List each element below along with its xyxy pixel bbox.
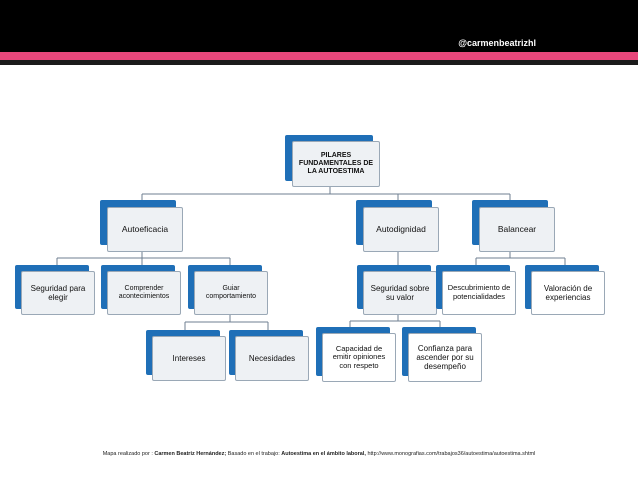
- footer-work: Autoestima en el ámbito laboral,: [281, 451, 366, 457]
- header-stripe: [0, 52, 638, 60]
- node-valoracion: Valoración de experiencias: [525, 265, 605, 315]
- node-balancear: Balancear: [472, 200, 555, 252]
- node-autoeficacia: Autoeficacia: [100, 200, 183, 252]
- root-label: PILARES FUNDAMENTALES DE LA AUTOESTIMA: [292, 141, 380, 187]
- descubrimiento-label: Descubrimiento de potencialidades: [442, 271, 516, 315]
- seguridad-valor-label: Seguridad sobre su valor: [363, 271, 437, 315]
- intereses-label: Intereses: [152, 336, 226, 381]
- capacidad-label: Capacidad de emitir opiniones con respet…: [322, 333, 396, 382]
- node-capacidad: Capacidad de emitir opiniones con respet…: [316, 327, 396, 382]
- footer-middle: Basado en el trabajo:: [227, 451, 280, 457]
- autodignidad-label: Autodignidad: [363, 207, 439, 252]
- node-seguridad-valor: Seguridad sobre su valor: [357, 265, 437, 315]
- node-guiar: Guiar comportamiento: [188, 265, 268, 315]
- footer-author: Carmen Beatriz Hernández;: [154, 451, 227, 457]
- node-intereses: Intereses: [146, 330, 226, 381]
- necesidades-label: Necesidades: [235, 336, 309, 381]
- node-comprender: Comprender acontecimientos: [101, 265, 181, 315]
- confianza-label: Confianza para ascender por su desempeño: [408, 333, 482, 382]
- valoracion-label: Valoración de experiencias: [531, 271, 605, 315]
- footer-credit: Mapa realizado por : Carmen Beatriz Hern…: [0, 451, 638, 457]
- guiar-label: Guiar comportamiento: [194, 271, 268, 315]
- node-autodignidad: Autodignidad: [356, 200, 439, 252]
- node-seguridad-elegir: Seguridad para elegir: [15, 265, 95, 315]
- node-necesidades: Necesidades: [229, 330, 309, 381]
- node-confianza: Confianza para ascender por su desempeño: [402, 327, 482, 382]
- footer-prefix: Mapa realizado por :: [102, 451, 153, 457]
- header-bar: @carmenbeatrizhl: [0, 0, 638, 52]
- author-handle: @carmenbeatrizhl: [458, 38, 536, 48]
- node-descubrimiento: Descubrimiento de potencialidades: [436, 265, 516, 315]
- node-root: PILARES FUNDAMENTALES DE LA AUTOESTIMA: [285, 135, 380, 187]
- header-stripe-dark: [0, 60, 638, 65]
- balancear-label: Balancear: [479, 207, 555, 252]
- footer-url[interactable]: http://www.monografias.com/trabajos36/au…: [367, 451, 536, 457]
- seguridad-elegir-label: Seguridad para elegir: [21, 271, 95, 315]
- autoeficacia-label: Autoeficacia: [107, 207, 183, 252]
- comprender-label: Comprender acontecimientos: [107, 271, 181, 315]
